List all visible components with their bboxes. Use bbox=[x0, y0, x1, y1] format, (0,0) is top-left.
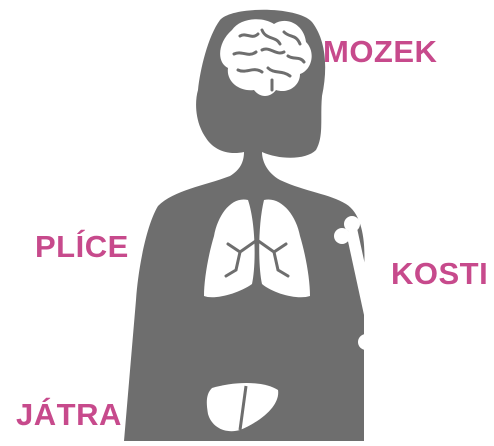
label-liver: JÁTRA bbox=[16, 399, 122, 430]
label-brain: MOZEK bbox=[323, 36, 437, 67]
label-lungs: PLÍCE bbox=[35, 231, 129, 262]
label-bones: KOSTI bbox=[391, 258, 488, 289]
